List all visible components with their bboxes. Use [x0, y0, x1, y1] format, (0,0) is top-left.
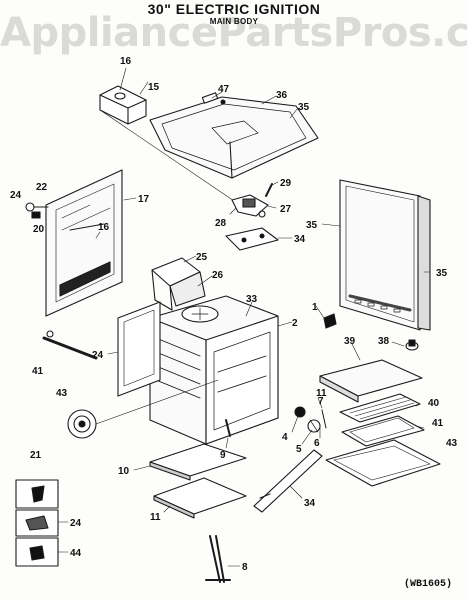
- watermark: AppliancePartsPros.com: [0, 10, 468, 56]
- part-label: 4: [282, 432, 288, 443]
- part-label: 35: [306, 220, 318, 231]
- igniter-part: [231, 183, 273, 218]
- part-label: 10: [118, 466, 130, 477]
- part-label: 21: [30, 450, 42, 461]
- bracket-box: [15, 509, 59, 537]
- part-label: 16: [120, 56, 132, 67]
- diagram-subtitle: MAIN BODY: [209, 17, 259, 26]
- hinge-pin-part: [225, 419, 231, 437]
- part-label: 47: [218, 84, 230, 95]
- part-label: 1: [312, 302, 318, 313]
- bracket-part: [225, 227, 279, 251]
- part-label: 33: [246, 294, 258, 305]
- leader-line: [95, 379, 219, 425]
- drip-tray-part: [325, 439, 441, 487]
- burner-tube-part: [42, 330, 98, 360]
- part-label: 11: [150, 512, 161, 523]
- broiler-pan-part: [319, 359, 423, 403]
- wiring-clip-box: [15, 479, 59, 509]
- part-label: 41: [32, 366, 44, 377]
- oven-door-part: [339, 179, 431, 331]
- part-label: 28: [215, 218, 227, 229]
- leveling-leg-part: [323, 313, 419, 351]
- drawer-rail-part: [253, 449, 323, 513]
- oven-bottom-part: [149, 443, 247, 519]
- anti-tip-leg-part: [205, 535, 231, 583]
- part-label: 29: [280, 178, 292, 189]
- thermostat-knob-part: [67, 409, 97, 439]
- part-label: 5: [296, 444, 302, 455]
- part-label: 17: [138, 194, 150, 205]
- part-label: 43: [446, 438, 458, 449]
- front-frame-part: [117, 301, 161, 397]
- diagram-code: (WB1605): [403, 579, 452, 590]
- part-label: 24: [92, 350, 104, 361]
- part-label: 35: [436, 268, 448, 279]
- part-label: 24: [70, 518, 82, 529]
- part-label: 44: [70, 548, 82, 559]
- part-label: 43: [56, 388, 68, 399]
- valve-part: [25, 202, 49, 219]
- part-label: 39: [344, 336, 356, 347]
- diagram-title: 30" ELECTRIC IGNITION: [147, 1, 321, 17]
- burner-cap-part: [201, 92, 226, 105]
- broiler-part: [151, 257, 206, 311]
- part-label: 34: [304, 498, 316, 509]
- part-label: 27: [280, 204, 292, 215]
- oven-cabinet-part: [149, 295, 279, 445]
- part-label: 25: [196, 252, 208, 263]
- part-label: 9: [220, 450, 226, 461]
- part-label: 8: [242, 562, 248, 573]
- part-label: 35: [298, 102, 310, 113]
- part-label: 40: [428, 398, 440, 409]
- part-labels: 16 15 47 36 35 22 24 17 20 16 29 27 28 3…: [10, 56, 458, 573]
- part-label: 38: [378, 336, 390, 347]
- part-label: 36: [276, 90, 288, 101]
- knob-block-part: [99, 85, 147, 125]
- top-cover-part: [149, 96, 319, 179]
- part-label: 16: [98, 222, 110, 233]
- side-panel-part: [45, 169, 123, 317]
- part-label: 6: [314, 438, 320, 449]
- part-label: 34: [294, 234, 306, 245]
- broiler-grid-part: [341, 415, 425, 447]
- part-label: 7: [318, 396, 324, 407]
- part-label: 24: [10, 190, 22, 201]
- part-label: 26: [212, 270, 224, 281]
- part-label: 11: [316, 388, 327, 399]
- part-label: 22: [36, 182, 48, 193]
- part-label: 2: [292, 318, 298, 329]
- part-label: 41: [432, 418, 444, 429]
- leader-line: [99, 109, 241, 206]
- part-label: 20: [33, 224, 45, 235]
- clip-box: [15, 537, 59, 567]
- part-label: 15: [148, 82, 160, 93]
- burner-hardware-part: [294, 406, 327, 433]
